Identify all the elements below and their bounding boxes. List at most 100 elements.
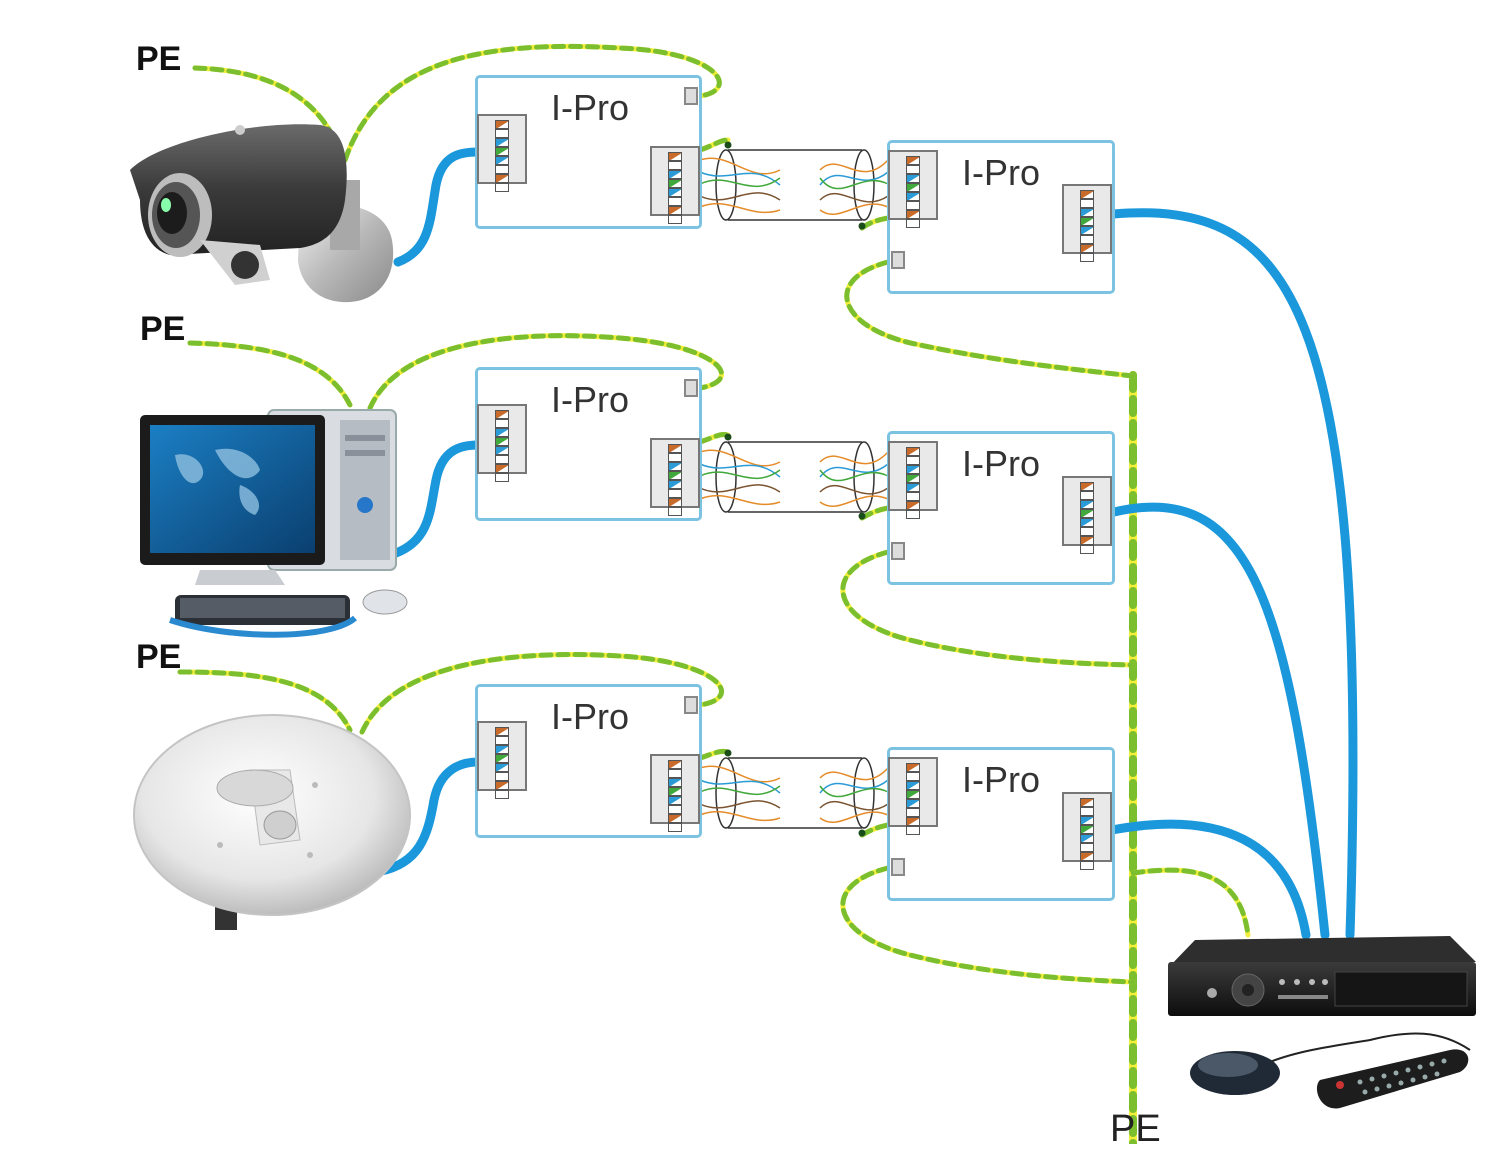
rj45-pin xyxy=(1080,825,1094,834)
rj45-pin xyxy=(906,192,920,201)
rj45-pin xyxy=(495,419,509,428)
rj45-pin xyxy=(495,754,509,763)
rj45-pin xyxy=(668,787,682,796)
rj45-pin xyxy=(906,483,920,492)
rj45-pin xyxy=(668,161,682,170)
ground-wire-row2 xyxy=(187,333,1136,668)
rj45-jack xyxy=(650,754,700,832)
rj45-pin xyxy=(906,790,920,799)
rj45-pin xyxy=(668,215,682,224)
rj45-pin xyxy=(1080,500,1094,509)
rj45-pin xyxy=(668,179,682,188)
rj45-pins xyxy=(668,444,682,516)
rj45-pin xyxy=(668,170,682,179)
rj45-pin xyxy=(1080,253,1094,262)
rj45-pin xyxy=(495,174,509,183)
cable-computer-to-ipro xyxy=(391,440,483,558)
rj45-pin xyxy=(906,763,920,772)
ground-wires xyxy=(177,43,1251,1144)
rj45-pins xyxy=(1080,190,1094,262)
twisted-pair-row3 xyxy=(699,757,889,829)
rj45-pin xyxy=(495,120,509,129)
cable-ipro2-to-dvr xyxy=(1109,502,1330,940)
rj45-pin xyxy=(1080,807,1094,816)
camera-icon xyxy=(130,124,394,303)
rj45-pin xyxy=(668,778,682,787)
ipro-label: I-Pro xyxy=(551,379,630,420)
rj45-pins xyxy=(495,727,509,799)
cable-ipro1-to-dvr xyxy=(1109,208,1358,940)
rj45-pin xyxy=(668,188,682,197)
rj45-pins xyxy=(668,760,682,832)
ground-wire-dvr xyxy=(1130,867,1251,938)
cable-camera-to-ipro xyxy=(393,147,483,267)
ipro-label: I-Pro xyxy=(551,696,630,737)
rj45-pin xyxy=(495,428,509,437)
rj45-pin xyxy=(668,453,682,462)
rj45-pin xyxy=(1080,509,1094,518)
rj45-jack xyxy=(1062,792,1112,870)
pe-label-bottom: PE xyxy=(1110,1108,1161,1150)
rj45-jack xyxy=(1062,476,1112,554)
pe-terminal xyxy=(891,542,905,560)
rj45-jack xyxy=(888,441,938,519)
dvr-icon xyxy=(1168,936,1476,1016)
rj45-pin xyxy=(1080,834,1094,843)
rj45-pin xyxy=(495,763,509,772)
ipro-label: I-Pro xyxy=(551,87,630,128)
rj45-pin xyxy=(495,183,509,192)
antenna-icon xyxy=(133,714,411,930)
pe-terminal xyxy=(684,87,698,105)
rj45-pin xyxy=(495,147,509,156)
rj45-pins xyxy=(495,120,509,192)
rj45-pin xyxy=(668,462,682,471)
rj45-pin xyxy=(906,817,920,826)
rj45-pin xyxy=(668,498,682,507)
rj45-pin xyxy=(668,489,682,498)
rj45-pin xyxy=(906,165,920,174)
rj45-pin xyxy=(668,206,682,215)
rj45-pin xyxy=(1080,199,1094,208)
rj45-pin xyxy=(1080,235,1094,244)
rj45-pin xyxy=(1080,861,1094,870)
rj45-pin xyxy=(495,745,509,754)
rj45-pin xyxy=(906,156,920,165)
mouse-icon xyxy=(1190,1032,1471,1095)
rj45-jack xyxy=(477,721,527,799)
rj45-pin xyxy=(495,781,509,790)
twisted-pair-row2 xyxy=(699,441,889,513)
ground-wire-row1 xyxy=(192,43,1136,379)
rj45-pin xyxy=(906,174,920,183)
rj45-pin xyxy=(668,444,682,453)
pe-label-middle: PE xyxy=(140,310,186,348)
rj45-pin xyxy=(495,736,509,745)
rj45-jack xyxy=(650,146,700,224)
pe-terminal xyxy=(891,251,905,269)
rj45-pin xyxy=(668,152,682,161)
rj45-pin xyxy=(906,465,920,474)
rj45-pin xyxy=(495,156,509,165)
rj45-pin xyxy=(1080,208,1094,217)
rj45-jack xyxy=(477,404,527,482)
rj45-pins xyxy=(1080,798,1094,870)
rj45-pin xyxy=(1080,536,1094,545)
rj45-pin xyxy=(495,772,509,781)
pe-label-top: PE xyxy=(136,40,182,78)
rj45-pin xyxy=(668,769,682,778)
pe-terminal xyxy=(891,858,905,876)
rj45-jack xyxy=(650,438,700,516)
rj45-pin xyxy=(906,183,920,192)
rj45-pin xyxy=(906,772,920,781)
rj45-pin xyxy=(1080,852,1094,861)
rj45-pins xyxy=(906,156,920,228)
ipro-label: I-Pro xyxy=(962,152,1041,193)
rj45-pin xyxy=(495,473,509,482)
rj45-pin xyxy=(495,464,509,473)
twisted-pair-cables xyxy=(699,141,889,837)
rj45-jack xyxy=(477,114,527,192)
rj45-jack xyxy=(888,150,938,228)
rj45-pins xyxy=(1080,482,1094,554)
cable-ipro3-to-dvr xyxy=(1107,819,1311,940)
